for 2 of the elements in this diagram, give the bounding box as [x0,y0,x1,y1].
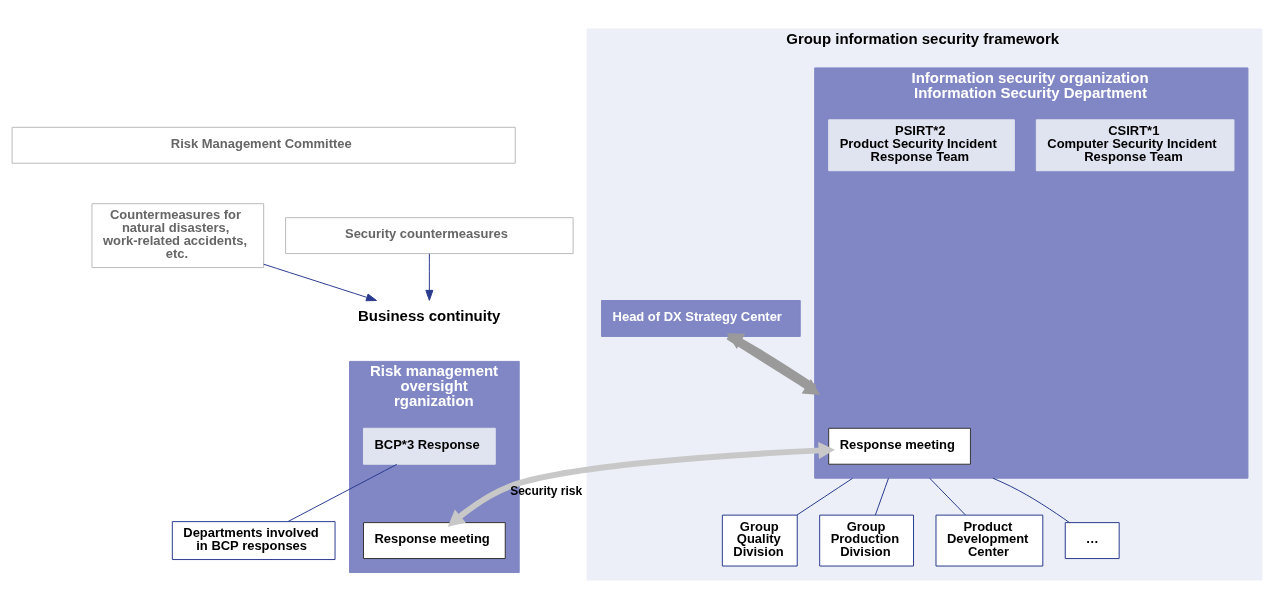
edge-label: Security risk [510,483,583,498]
node-text: Business continuity [357,306,501,324]
